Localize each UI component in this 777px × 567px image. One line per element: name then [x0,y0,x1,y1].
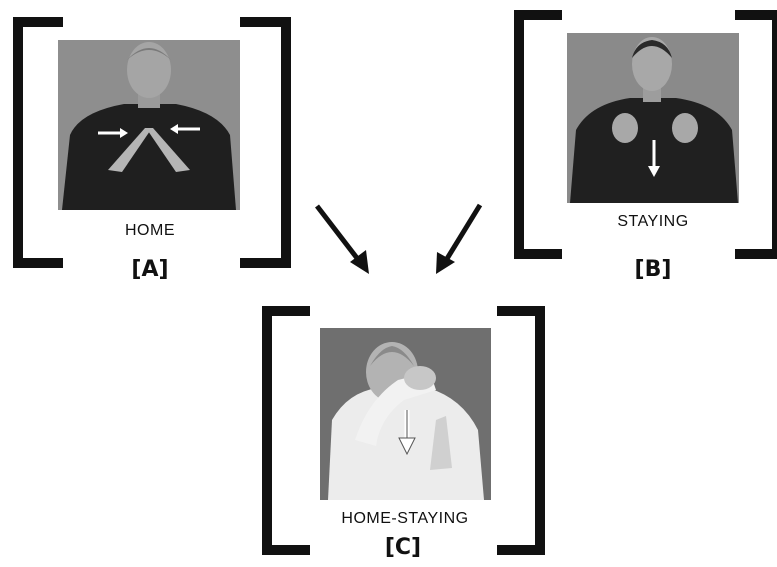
arrow-b-to-c [436,203,483,274]
panel-c [262,306,545,555]
bracket-right-b [735,10,777,259]
photo-home [58,40,240,210]
tag-c: [C] [384,535,422,560]
arrow-a-to-c [315,204,369,274]
panel-b [514,10,777,259]
panel-a [13,17,291,268]
bracket-left-a [13,17,63,268]
caption-home-staying: HOME-STAYING [341,510,469,527]
bracket-left-c [262,306,310,555]
tag-a: [A] [131,257,169,282]
bracket-right-c [497,306,545,555]
tag-b: [B] [634,257,672,282]
caption-staying: STAYING [617,213,689,230]
bracket-right-a [240,17,291,268]
photo-home-staying [320,328,491,500]
bracket-left-b [514,10,562,259]
photo-staying [567,33,739,203]
caption-home: HOME [125,222,175,239]
